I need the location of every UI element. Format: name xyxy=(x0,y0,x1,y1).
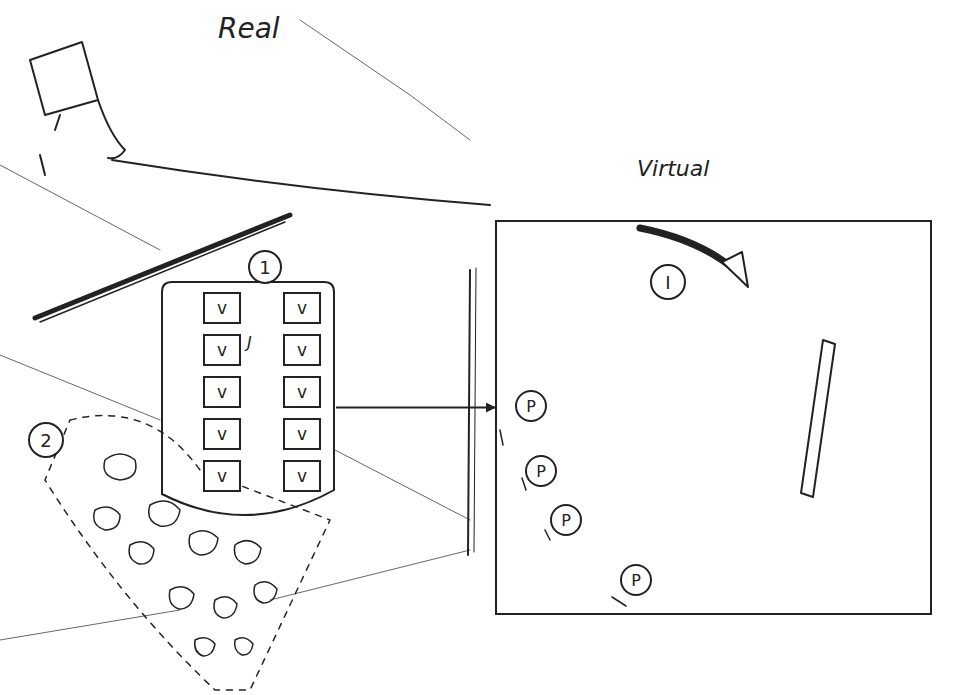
boundary-line xyxy=(300,20,470,140)
camera-lens xyxy=(98,100,125,158)
node-text: P xyxy=(561,511,571,530)
boundary-line xyxy=(0,165,160,250)
circled-label: P xyxy=(550,504,582,536)
circled-label: I xyxy=(650,264,686,300)
boundary-line xyxy=(335,450,470,520)
node-text: I xyxy=(665,272,670,293)
camera-symbol xyxy=(30,42,98,115)
check-box: v xyxy=(203,418,241,450)
wall-bar xyxy=(801,340,835,497)
curved-arrow xyxy=(640,228,735,270)
node-text: 2 xyxy=(40,430,51,451)
callout-number: 1 xyxy=(259,257,270,278)
boundary-line xyxy=(270,550,470,600)
check-box: v xyxy=(203,292,241,324)
node-text: v xyxy=(217,424,227,444)
node-text: P xyxy=(526,397,536,416)
cursor-mark: J xyxy=(247,333,252,352)
check-box: v xyxy=(203,460,241,492)
circled-label: P xyxy=(515,390,547,422)
divider-line xyxy=(474,268,476,552)
projection-line xyxy=(112,160,490,205)
curved-arrow-head xyxy=(722,252,748,287)
check-box: v xyxy=(283,460,321,492)
node-text: v xyxy=(297,424,307,444)
camera-stand xyxy=(40,115,60,175)
node-text: v xyxy=(217,466,227,486)
node-text: v xyxy=(297,298,307,318)
virtual-space: VirtualIPPPP xyxy=(495,220,932,615)
crowd-blob xyxy=(94,454,277,656)
circled-label: P xyxy=(620,564,652,596)
check-box: v xyxy=(283,292,321,324)
check-box: v xyxy=(203,334,241,366)
node-text: P xyxy=(631,571,641,590)
node-text: v xyxy=(297,466,307,486)
check-box: v xyxy=(283,334,321,366)
node-text: v xyxy=(217,382,227,402)
tick-mark xyxy=(500,430,626,606)
crowd-region xyxy=(45,416,330,690)
projection-arrow xyxy=(336,407,495,409)
node-text: v xyxy=(297,340,307,360)
boundary-line xyxy=(0,355,160,420)
check-box: v xyxy=(283,376,321,408)
divider-line xyxy=(468,270,470,555)
callout-circle: 1 xyxy=(248,250,282,284)
circled-label: 2 xyxy=(28,422,64,458)
space-title: Real xyxy=(218,12,280,45)
node-text: v xyxy=(217,340,227,360)
space-title: Virtual xyxy=(637,156,709,181)
check-box: v xyxy=(203,376,241,408)
circled-label: P xyxy=(525,455,557,487)
tracking-area: 1vvvvvvvvvv xyxy=(160,280,336,535)
check-box: v xyxy=(283,418,321,450)
node-text: P xyxy=(536,462,546,481)
node-text: v xyxy=(297,382,307,402)
node-text: v xyxy=(217,298,227,318)
